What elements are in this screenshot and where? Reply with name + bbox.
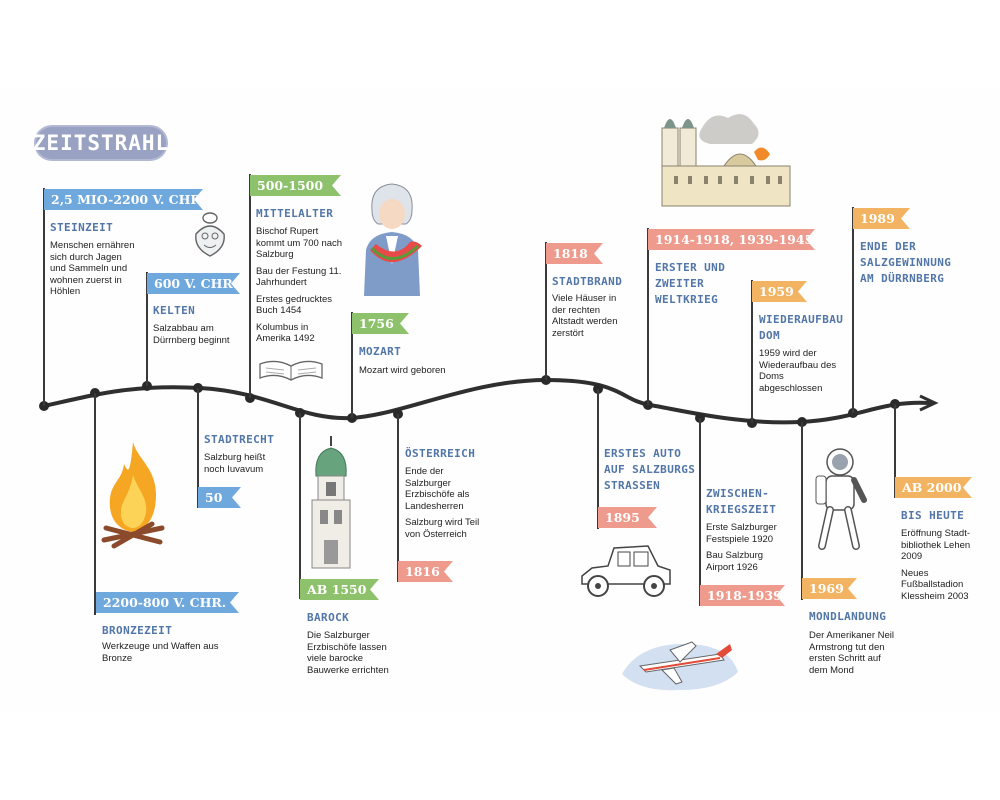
vintage-car-icon bbox=[581, 545, 671, 597]
date-flag: 1816 bbox=[398, 561, 453, 582]
timeline-pole bbox=[801, 422, 803, 600]
event-heading: BAROCK bbox=[307, 611, 350, 624]
date-flag: 1818 bbox=[546, 243, 603, 264]
date-flag: 500-1500 bbox=[250, 175, 341, 196]
amulet-icon bbox=[195, 212, 225, 257]
event-text: Bischof Rupert kommt um 700 nach Salzbur… bbox=[256, 226, 343, 344]
timeline-pole bbox=[249, 174, 251, 398]
timeline-pole bbox=[852, 207, 854, 413]
event-text: 1959 wird der Wiederaufbau des Doms abge… bbox=[759, 348, 837, 394]
event-text: Werkzeuge und Waffen aus Bronze bbox=[102, 641, 219, 664]
timeline-pole bbox=[94, 393, 96, 615]
event-text: Der Amerikaner Neil Armstrong tut den er… bbox=[809, 630, 894, 676]
church-tower-icon bbox=[311, 436, 351, 569]
event-heading: MOZART bbox=[359, 345, 402, 358]
date-flag: AB 2000 bbox=[895, 477, 972, 498]
date-flag: 1756 bbox=[352, 313, 409, 334]
date-flag: 1918-1939 bbox=[700, 585, 785, 606]
timeline-pole bbox=[894, 404, 896, 498]
timeline-pole bbox=[751, 280, 753, 423]
timeline-pole bbox=[43, 188, 45, 406]
date-flag: 600 V. CHR. bbox=[147, 273, 240, 294]
timeline-pole bbox=[597, 389, 599, 529]
mozart-icon bbox=[364, 183, 422, 296]
book-icon bbox=[259, 360, 323, 381]
event-heading: BRONZEZEIT bbox=[102, 624, 173, 637]
date-flag: 1895 bbox=[598, 507, 657, 528]
event-heading: STADTBRAND bbox=[552, 275, 623, 288]
timeline-pole bbox=[699, 418, 701, 606]
event-text: Die Salzburger Erzbischöfe lassen viele … bbox=[307, 630, 389, 676]
airplane-icon bbox=[622, 641, 738, 691]
event-heading: BIS HEUTE bbox=[901, 509, 965, 522]
date-flag: 2200-800 V. CHR. bbox=[96, 592, 239, 613]
event-heading: MONDLANDUNG bbox=[809, 610, 887, 623]
date-flag: 2,5 MIO-2200 V. CHR. bbox=[44, 189, 203, 210]
date-flag: 50 bbox=[198, 487, 241, 508]
page-title: ZEITSTRAHL bbox=[33, 125, 168, 161]
event-heading: STADTRECHT bbox=[204, 433, 275, 446]
event-text: Menschen ernähren sich durch Jagen und S… bbox=[50, 240, 135, 297]
date-flag: 1969 bbox=[802, 578, 857, 599]
timeline-pole bbox=[299, 413, 301, 599]
timeline-pole bbox=[351, 312, 353, 418]
timeline-pole bbox=[397, 414, 399, 582]
event-text: Ende der Salzburger Erzbischöfe als Land… bbox=[405, 466, 480, 540]
date-flag: 1959 bbox=[752, 281, 807, 302]
date-flag: AB 1550 bbox=[300, 579, 379, 600]
date-flag: 1989 bbox=[853, 208, 910, 229]
fire-icon bbox=[101, 442, 165, 549]
timeline-pole bbox=[545, 242, 547, 380]
event-text: Salzburg heißt noch Iuvavum bbox=[204, 452, 266, 475]
event-text: Salzabbau am Dürrnberg beginnt bbox=[153, 323, 230, 346]
timeline-pole bbox=[146, 272, 148, 386]
timeline-pole bbox=[647, 228, 649, 405]
event-text: Viele Häuser in der rechten Altstadt wer… bbox=[552, 293, 618, 339]
event-heading: KELTEN bbox=[153, 304, 196, 317]
astronaut-icon bbox=[815, 448, 867, 550]
event-text: Mozart wird geboren bbox=[359, 365, 446, 376]
event-heading: MITTELALTER bbox=[256, 207, 334, 220]
timeline-pole bbox=[197, 388, 199, 508]
cathedral-icon bbox=[661, 114, 791, 207]
event-heading: STEINZEIT bbox=[50, 221, 114, 234]
event-heading: ZWISCHEN-KRIEGSZEIT bbox=[706, 487, 777, 516]
date-flag: 1914-1918, 1939-1945 bbox=[648, 229, 815, 250]
event-heading: ÖSTERREICH bbox=[405, 447, 476, 460]
